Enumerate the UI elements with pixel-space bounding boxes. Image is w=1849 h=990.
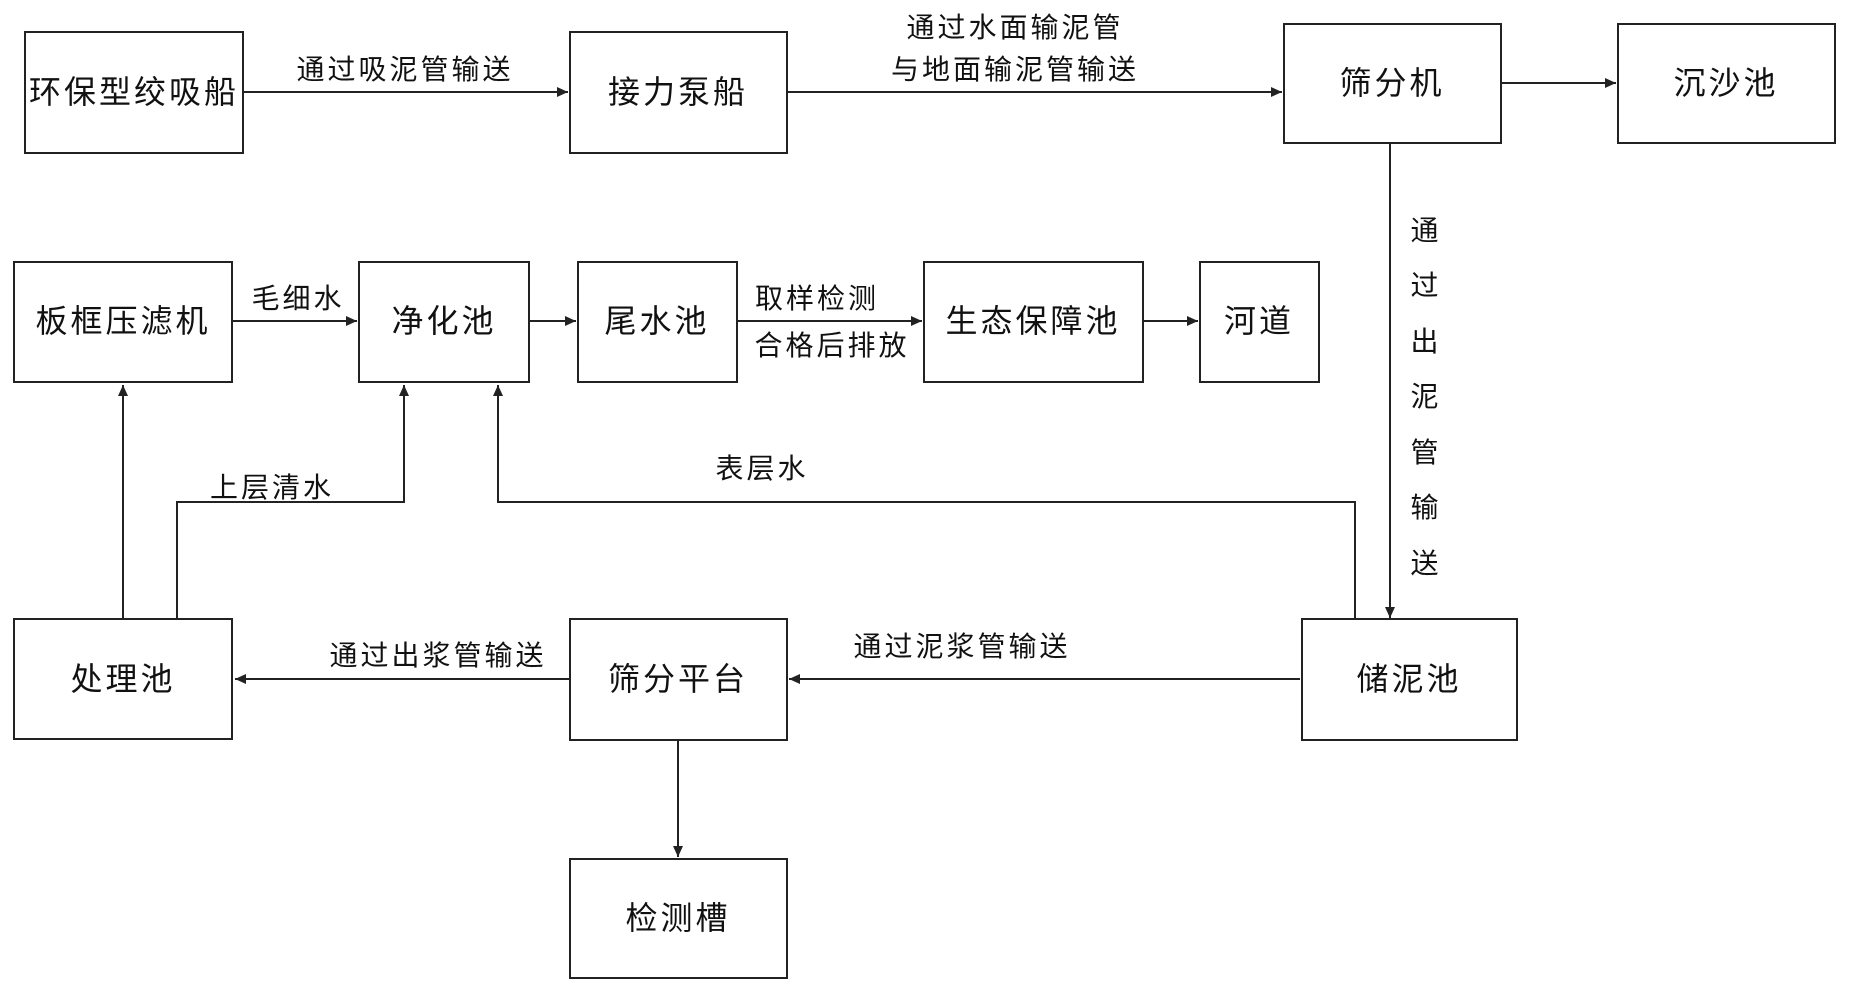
node-treatment-pool: 处理池 — [13, 618, 233, 740]
label-slurry-pipe: 通过泥浆管输送 — [853, 630, 1070, 663]
label-outlet-pipe-char: 送 — [1410, 547, 1441, 580]
node-ecological-pool-label: 生态保障池 — [945, 302, 1120, 340]
node-tailwater-pool: 尾水池 — [577, 261, 738, 383]
label-capillary-water: 毛细水 — [251, 282, 344, 315]
node-plate-filter-press: 板框压滤机 — [13, 261, 233, 383]
node-relay-pump-ship-label: 接力泵船 — [608, 73, 748, 111]
label-suction-pipe: 通过吸泥管输送 — [296, 53, 513, 86]
node-screening-platform: 筛分平台 — [569, 618, 788, 741]
label-outlet-pipe-char: 出 — [1410, 325, 1441, 358]
node-detection-tank-label: 检测槽 — [625, 899, 730, 937]
node-mud-storage-pool-label: 储泥池 — [1356, 660, 1461, 698]
node-tailwater-pool-label: 尾水池 — [604, 302, 709, 340]
node-plate-filter-press-label: 板框压滤机 — [35, 302, 210, 340]
node-screening-platform-label: 筛分平台 — [608, 660, 748, 698]
node-sand-settling-pool-label: 沉沙池 — [1673, 64, 1778, 102]
node-relay-pump-ship: 接力泵船 — [569, 31, 788, 154]
label-slurry-outlet-pipe: 通过出浆管输送 — [329, 639, 546, 672]
label-outlet-pipe-char: 通 — [1410, 214, 1441, 247]
node-mud-storage-pool: 储泥池 — [1301, 618, 1518, 741]
node-sand-settling-pool: 沉沙池 — [1617, 23, 1836, 144]
label-outlet-pipe-vertical: 通 过 出 泥 管 输 送 — [1410, 214, 1441, 580]
label-outlet-pipe-char: 过 — [1410, 269, 1441, 302]
label-upper-clear-water: 上层清水 — [210, 471, 334, 504]
edge-treatment-to-purification-upper-water — [176, 385, 409, 619]
node-detection-tank: 检测槽 — [569, 858, 788, 979]
node-purification-pool-label: 净化池 — [391, 302, 496, 340]
node-screening-machine-label: 筛分机 — [1339, 64, 1444, 102]
node-river: 河道 — [1199, 261, 1320, 383]
label-outlet-pipe-char: 管 — [1410, 436, 1441, 469]
node-purification-pool: 净化池 — [358, 261, 530, 383]
label-water-surface-pipe-line1: 通过水面输泥管 — [906, 11, 1123, 44]
node-screening-machine: 筛分机 — [1283, 23, 1502, 144]
node-dredger: 环保型绞吸船 — [24, 31, 244, 154]
label-sampling-line2: 合格后排放 — [754, 329, 909, 362]
label-surface-water: 表层水 — [715, 452, 808, 485]
node-river-label: 河道 — [1224, 302, 1294, 340]
label-outlet-pipe-char: 泥 — [1410, 380, 1441, 413]
node-treatment-pool-label: 处理池 — [70, 660, 175, 698]
label-sampling-line1: 取样检测 — [755, 282, 879, 315]
node-dredger-label: 环保型绞吸船 — [29, 73, 239, 111]
node-ecological-pool: 生态保障池 — [923, 261, 1144, 383]
label-water-surface-pipe-line2: 与地面输泥管输送 — [891, 53, 1139, 86]
label-outlet-pipe-char: 输 — [1410, 491, 1441, 524]
edge-mud-storage-to-purification-surface-water — [493, 385, 1356, 619]
